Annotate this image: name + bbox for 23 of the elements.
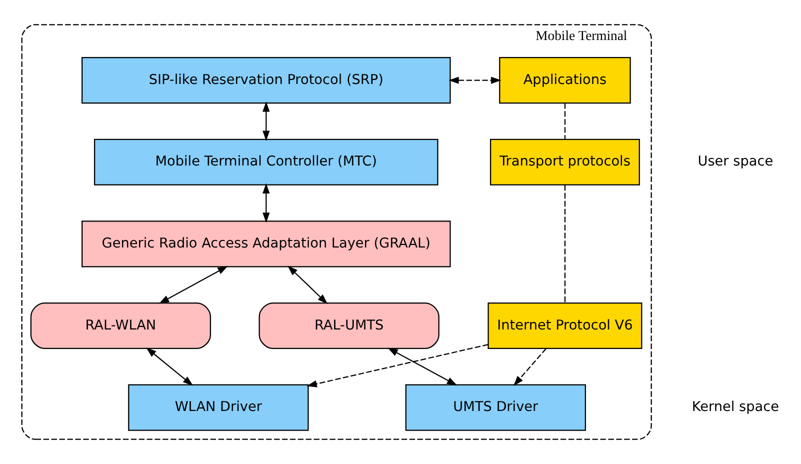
node-box: Mobile Terminal Controller (MTC) — [94, 138, 438, 186]
arrow — [513, 348, 546, 386]
arrow — [306, 344, 488, 388]
label: User space — [698, 154, 774, 170]
arrow — [262, 183, 270, 223]
label: Kernel space — [692, 399, 779, 416]
node-box: Generic Radio Access Adaptation Layer (GRAAL) — [82, 220, 451, 268]
node-box: WLAN Driver — [128, 384, 309, 431]
arrow — [288, 266, 328, 304]
connector — [564, 103, 566, 140]
connector — [564, 185, 566, 303]
arrow — [158, 266, 228, 304]
node-box: RAL-WLAN — [30, 302, 212, 350]
node-box: SIP-like Reservation Protocol (SRP) — [82, 57, 451, 104]
node-box: Internet Protocol V6 — [488, 302, 642, 350]
node-box: UMTS Driver — [405, 384, 586, 431]
node-box: Applications — [499, 57, 631, 104]
node-box: Transport protocols — [490, 138, 640, 186]
arrow — [146, 348, 194, 386]
arrow — [388, 348, 458, 386]
arrow — [448, 76, 502, 84]
arrow — [262, 101, 270, 141]
node-box: RAL-UMTS — [258, 302, 440, 350]
